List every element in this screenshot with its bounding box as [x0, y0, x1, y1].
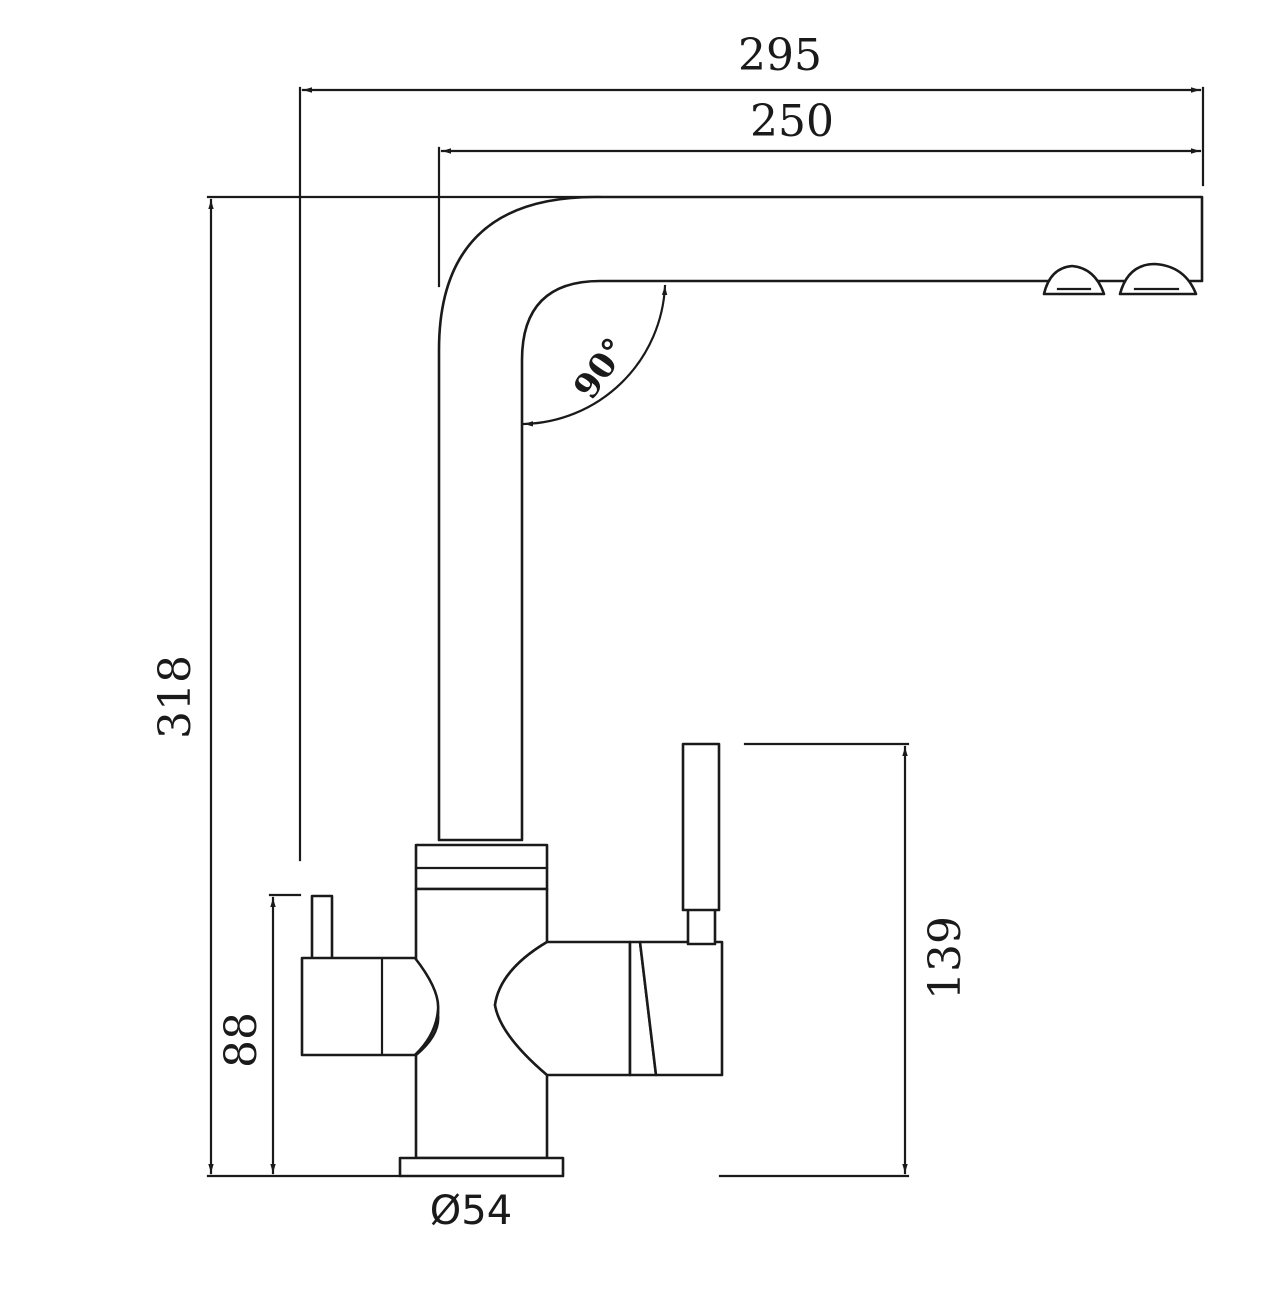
dimension-spout-reach: 250 [437, 96, 1202, 288]
right-handle-joint [493, 940, 632, 1077]
right-handle-lever [681, 742, 721, 912]
right-handle-body [638, 940, 724, 1077]
right-handle-neck [686, 906, 717, 946]
label-angle: 90° [566, 331, 636, 407]
left-lever [300, 894, 440, 1057]
label-250: 250 [750, 96, 834, 147]
label-139: 139 [920, 916, 971, 1000]
label-88: 88 [216, 1012, 267, 1068]
aerator-left [1042, 264, 1106, 296]
label-318: 318 [150, 655, 201, 739]
label-295: 295 [738, 30, 822, 81]
left-lever-handle-body [300, 956, 440, 1057]
dimension-overall-height: 318 [150, 195, 602, 1175]
label-base-diameter: Ø54 [430, 1188, 512, 1234]
dimension-lever-height: 88 [216, 893, 302, 1175]
left-lever-stem [310, 894, 334, 966]
aerator-nozzles [1042, 262, 1198, 296]
aerator-right [1118, 262, 1198, 296]
right-mixer-handle [493, 742, 724, 1077]
dimension-overall-reach: 295 [298, 30, 1205, 862]
dimension-handle-height: 139 [743, 742, 971, 1175]
angle-annotation: 90° [522, 284, 668, 427]
angle-arc [522, 284, 668, 427]
faucet-base-plate [398, 1156, 565, 1178]
